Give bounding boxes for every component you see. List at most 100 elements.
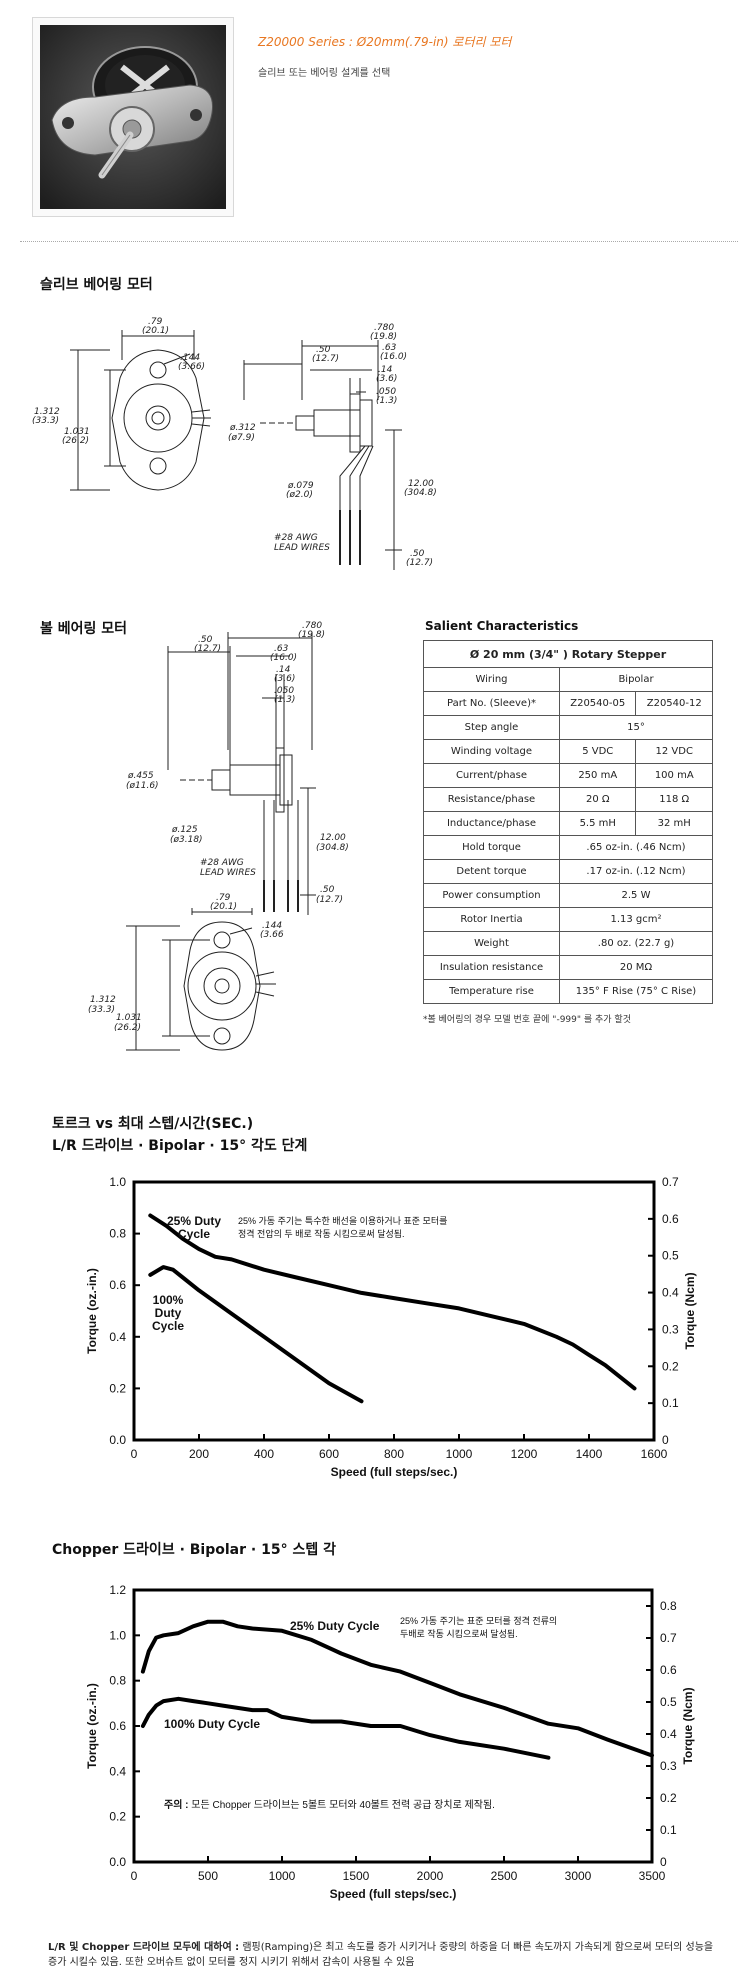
svg-text:(ø2.0): (ø2.0) [286, 490, 313, 500]
product-photo-frame [32, 17, 234, 217]
chart1-title-line2: L/R 드라이브 · Bipolar · 15° 각도 단계 [52, 1138, 308, 1154]
svg-text:.14: .14 [378, 365, 393, 375]
salient-row-value: .17 oz-in. (.12 Ncm) [559, 859, 713, 884]
svg-text:LEAD WIRES: LEAD WIRES [200, 868, 256, 878]
y2-tick-label: 0.7 [660, 1631, 677, 1645]
svg-text:.050: .050 [376, 387, 396, 397]
svg-text:#28 AWG: #28 AWG [274, 533, 318, 543]
svg-text:(26.2): (26.2) [62, 436, 89, 446]
x-tick-label: 3500 [639, 1869, 666, 1883]
y-tick-label: 0.6 [109, 1278, 126, 1292]
svg-text:LEAD WIRES: LEAD WIRES [274, 543, 330, 553]
svg-text:(ø7.9): (ø7.9) [228, 433, 255, 443]
svg-text:(12.7): (12.7) [316, 895, 343, 905]
y-tick-label: 0.6 [109, 1719, 126, 1733]
y2-tick-label: 0.5 [660, 1695, 677, 1709]
svg-text:(33.3): (33.3) [88, 1005, 115, 1015]
svg-text:1.312: 1.312 [34, 407, 60, 417]
x-tick-label: 500 [198, 1869, 218, 1883]
y2-tick-label: 0.4 [660, 1727, 677, 1741]
svg-text:(16.0): (16.0) [270, 653, 297, 663]
x-tick-label: 400 [254, 1447, 274, 1461]
salient-row-label: Power consumption [423, 883, 560, 908]
svg-text:ø.125: ø.125 [171, 825, 198, 835]
svg-text:1.312: 1.312 [90, 995, 116, 1005]
y2-tick-label: 0 [662, 1433, 669, 1447]
salient-row-label: Step angle [423, 715, 560, 740]
y-tick-label: 0.4 [109, 1764, 126, 1778]
salient-title: Salient Characteristics [425, 619, 579, 633]
y-tick-label: 0.8 [109, 1674, 126, 1688]
svg-text:(ø3.18): (ø3.18) [170, 835, 203, 845]
svg-text:.144: .144 [180, 353, 200, 363]
x-tick-label: 1000 [269, 1869, 296, 1883]
x-tick-label: 1500 [343, 1869, 370, 1883]
svg-text:.63: .63 [274, 644, 289, 654]
x-tick-label: 600 [319, 1447, 339, 1461]
salient-row-value: 1.13 gcm² [559, 907, 713, 932]
svg-text:(3.6): (3.6) [376, 374, 397, 384]
svg-text:.50: .50 [320, 885, 335, 895]
y-tick-label: 1.0 [109, 1175, 126, 1189]
y2-tick-label: 0.5 [662, 1249, 679, 1263]
x-tick-label: 2500 [491, 1869, 518, 1883]
y2-axis-label: Torque (Ncm) [681, 1687, 695, 1764]
svg-text:(1.3): (1.3) [376, 396, 397, 406]
y-tick-label: 1.0 [109, 1628, 126, 1642]
salient-row-value: 20 MΩ [559, 955, 713, 980]
y2-tick-label: 0.3 [662, 1322, 679, 1336]
svg-text:.50: .50 [410, 549, 425, 559]
salient-row: Detent torque.17 oz-in. (.12 Ncm) [423, 859, 713, 884]
y2-tick-label: 0.8 [660, 1599, 677, 1613]
series-label-duty100: 100% Duty Cycle [164, 1717, 260, 1731]
y2-tick-label: 0.1 [662, 1396, 679, 1410]
y-axis-label: Torque (oz.-in.) [85, 1268, 99, 1354]
salient-header: Ø 20 mm (3/4" ) Rotary Stepper [423, 640, 713, 668]
salient-row-value-alt: 100 mA [635, 763, 713, 788]
series-line-duty100 [140, 1696, 551, 1760]
y-tick-label: 0.0 [109, 1855, 126, 1869]
x-tick-label: 2000 [417, 1869, 444, 1883]
salient-row-label: Hold torque [423, 835, 560, 860]
salient-row-label: Temperature rise [423, 979, 560, 1004]
svg-text:.50: .50 [198, 635, 213, 645]
salient-row-label: Wiring [423, 667, 560, 692]
salient-row-label: Current/phase [423, 763, 560, 788]
y2-tick-label: 0 [660, 1855, 667, 1869]
y2-axis-label: Torque (Ncm) [683, 1272, 697, 1349]
salient-row-value-alt: Z20540-12 [635, 691, 713, 716]
y2-tick-label: 0.2 [662, 1359, 679, 1373]
y2-tick-label: 0.2 [660, 1791, 677, 1805]
salient-row-value: .65 oz-in. (.46 Ncm) [559, 835, 713, 860]
svg-text:ø.455: ø.455 [127, 771, 154, 781]
salient-row-value-alt: 32 mH [635, 811, 713, 836]
x-tick-label: 800 [384, 1447, 404, 1461]
svg-text:12.00: 12.00 [320, 833, 346, 843]
x-tick-label: 1400 [576, 1447, 603, 1461]
x-tick-label: 1200 [511, 1447, 538, 1461]
chart2-title: Chopper 드라이브 · Bipolar · 15° 스텝 각 [52, 1542, 336, 1558]
svg-text:(33.3): (33.3) [32, 416, 59, 426]
svg-text:(19.8): (19.8) [370, 332, 397, 342]
series-line-duty100 [148, 1265, 364, 1404]
svg-text:.780: .780 [374, 323, 394, 333]
svg-text:(304.8): (304.8) [316, 843, 349, 853]
salient-row-value-alt: 118 Ω [635, 787, 713, 812]
svg-text:(20.1): (20.1) [142, 326, 169, 336]
y2-tick-label: 0.6 [662, 1212, 679, 1226]
salient-row-label: Detent torque [423, 859, 560, 884]
y-tick-label: 0.2 [109, 1381, 126, 1395]
salient-row-label: Part No. (Sleeve)* [423, 691, 560, 716]
salient-row-label: Insulation resistance [423, 955, 560, 980]
salient-row-label: Rotor Inertia [423, 907, 560, 932]
svg-text:1.031: 1.031 [64, 427, 90, 437]
y-tick-label: 0.0 [109, 1433, 126, 1447]
